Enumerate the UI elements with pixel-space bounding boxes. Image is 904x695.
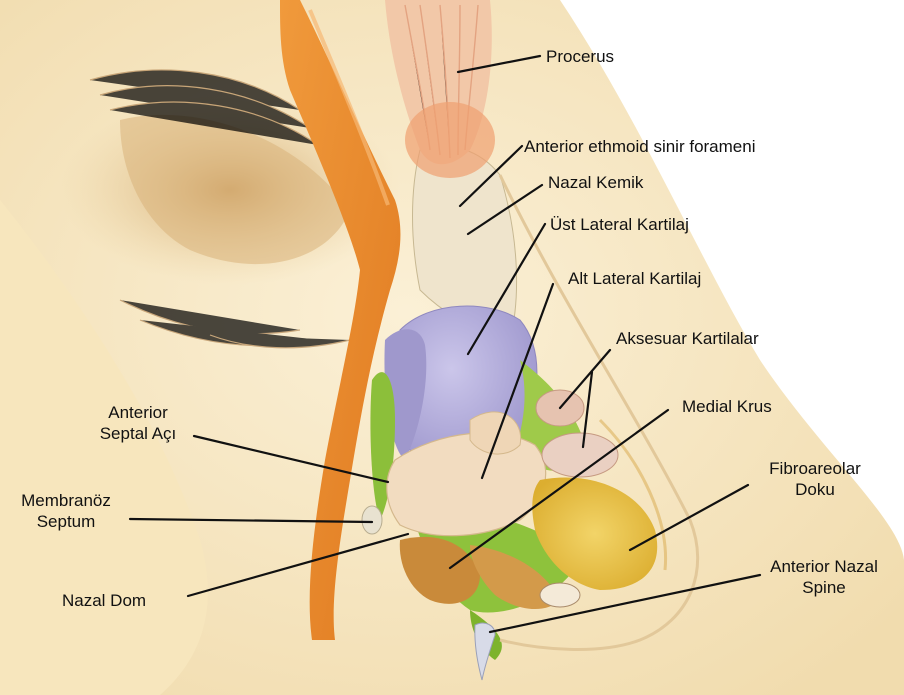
label-fibroareolar: Fibroareolar Doku (750, 458, 880, 500)
label-medial-krus: Medial Krus (682, 396, 772, 417)
membranous-septum (362, 506, 382, 534)
label-anterior-nazal-line1: Anterior Nazal (754, 556, 894, 577)
label-alt-lateral: Alt Lateral Kartilaj (568, 268, 701, 289)
label-membranoz-line1: Membranöz (6, 490, 126, 511)
label-nazal-kemik: Nazal Kemik (548, 172, 643, 193)
label-nazal-dom: Nazal Dom (62, 590, 146, 611)
label-procerus: Procerus (546, 46, 614, 67)
procerus-lower (405, 102, 495, 178)
label-anterior-septal-line2: Septal Açı (82, 423, 194, 444)
label-anterior-nazal: Anterior Nazal Spine (754, 556, 894, 598)
nostril-loop (540, 583, 580, 607)
label-anterior-nazal-line2: Spine (754, 577, 894, 598)
label-membranoz: Membranöz Septum (6, 490, 126, 532)
label-aksesuar: Aksesuar Kartilalar (616, 328, 759, 349)
label-anterior-ethmoid: Anterior ethmoid sinir forameni (524, 136, 755, 157)
label-fibroareolar-line1: Fibroareolar (750, 458, 880, 479)
label-fibroareolar-line2: Doku (750, 479, 880, 500)
label-ust-lateral: Üst Lateral Kartilaj (550, 214, 689, 235)
label-membranoz-line2: Septum (6, 511, 126, 532)
label-anterior-septal-line1: Anterior (82, 402, 194, 423)
label-anterior-septal: Anterior Septal Açı (82, 402, 194, 444)
